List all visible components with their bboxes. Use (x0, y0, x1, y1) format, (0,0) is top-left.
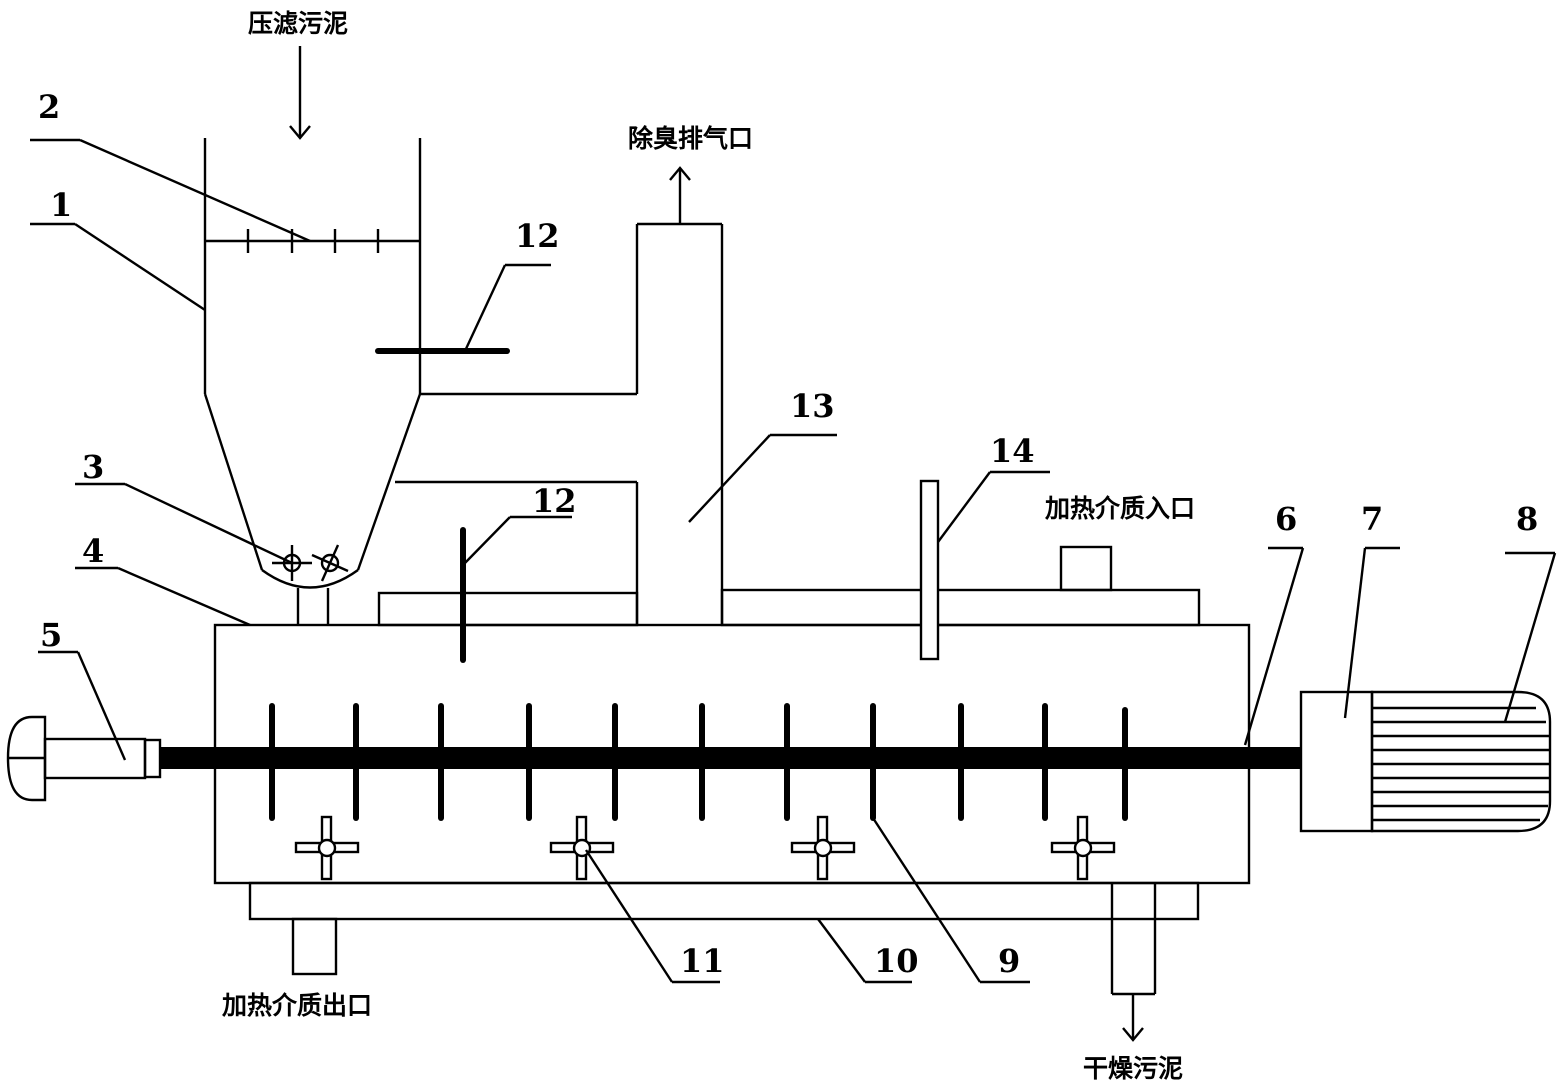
label-7: 7 (1361, 500, 1383, 538)
label-3: 3 (82, 448, 104, 486)
motor (1370, 690, 1552, 833)
label-1: 1 (50, 186, 72, 224)
feeder-paddles (272, 544, 349, 582)
lower-stirrers (294, 815, 1116, 881)
label-heat-outlet: 加热介质出口 (221, 991, 372, 1020)
shaft-paddles (269, 703, 1128, 821)
label-12-top: 12 (515, 217, 560, 255)
label-2: 2 (38, 88, 60, 126)
reducer (1299, 690, 1374, 833)
inspection-plate (919, 479, 940, 661)
label-deodor-exhaust: 除臭排气口 (628, 124, 753, 153)
hopper (203, 138, 422, 589)
caption-labels: 压滤污泥 除臭排气口 加热介质入口 加热介质出口 干燥污泥 (221, 9, 1195, 1083)
discharge-arrow (1122, 994, 1144, 1042)
label-12-lower: 12 (532, 482, 577, 520)
exhaust-duct (395, 222, 724, 625)
label-6: 6 (1275, 500, 1297, 538)
discharge-pipe (1110, 883, 1157, 996)
label-heat-inlet: 加热介质入口 (1044, 494, 1195, 523)
feed-pipe (296, 588, 330, 625)
exhaust-arrow (669, 166, 691, 224)
label-8: 8 (1516, 500, 1538, 538)
label-9: 9 (998, 942, 1020, 980)
label-11: 11 (680, 942, 725, 980)
label-dried-sludge: 干燥污泥 (1083, 1054, 1183, 1083)
label-13: 13 (790, 387, 835, 425)
heat-outlet-pipe (291, 917, 338, 976)
bottom-jacket (248, 881, 1200, 921)
inlet-arrow (289, 46, 311, 140)
left-coupling (6, 715, 162, 802)
number-labels: 1 2 3 4 5 6 7 8 9 10 11 12 12 13 14 (38, 88, 1538, 980)
label-10: 10 (874, 942, 919, 980)
label-14: 14 (990, 432, 1035, 470)
main-shaft (160, 747, 1300, 769)
label-5: 5 (40, 616, 62, 654)
top-jacket (377, 545, 1201, 627)
label-4: 4 (82, 532, 104, 570)
screen-grate (205, 229, 420, 253)
label-inlet-sludge: 压滤污泥 (248, 9, 348, 38)
leader-lines (30, 138, 1557, 984)
